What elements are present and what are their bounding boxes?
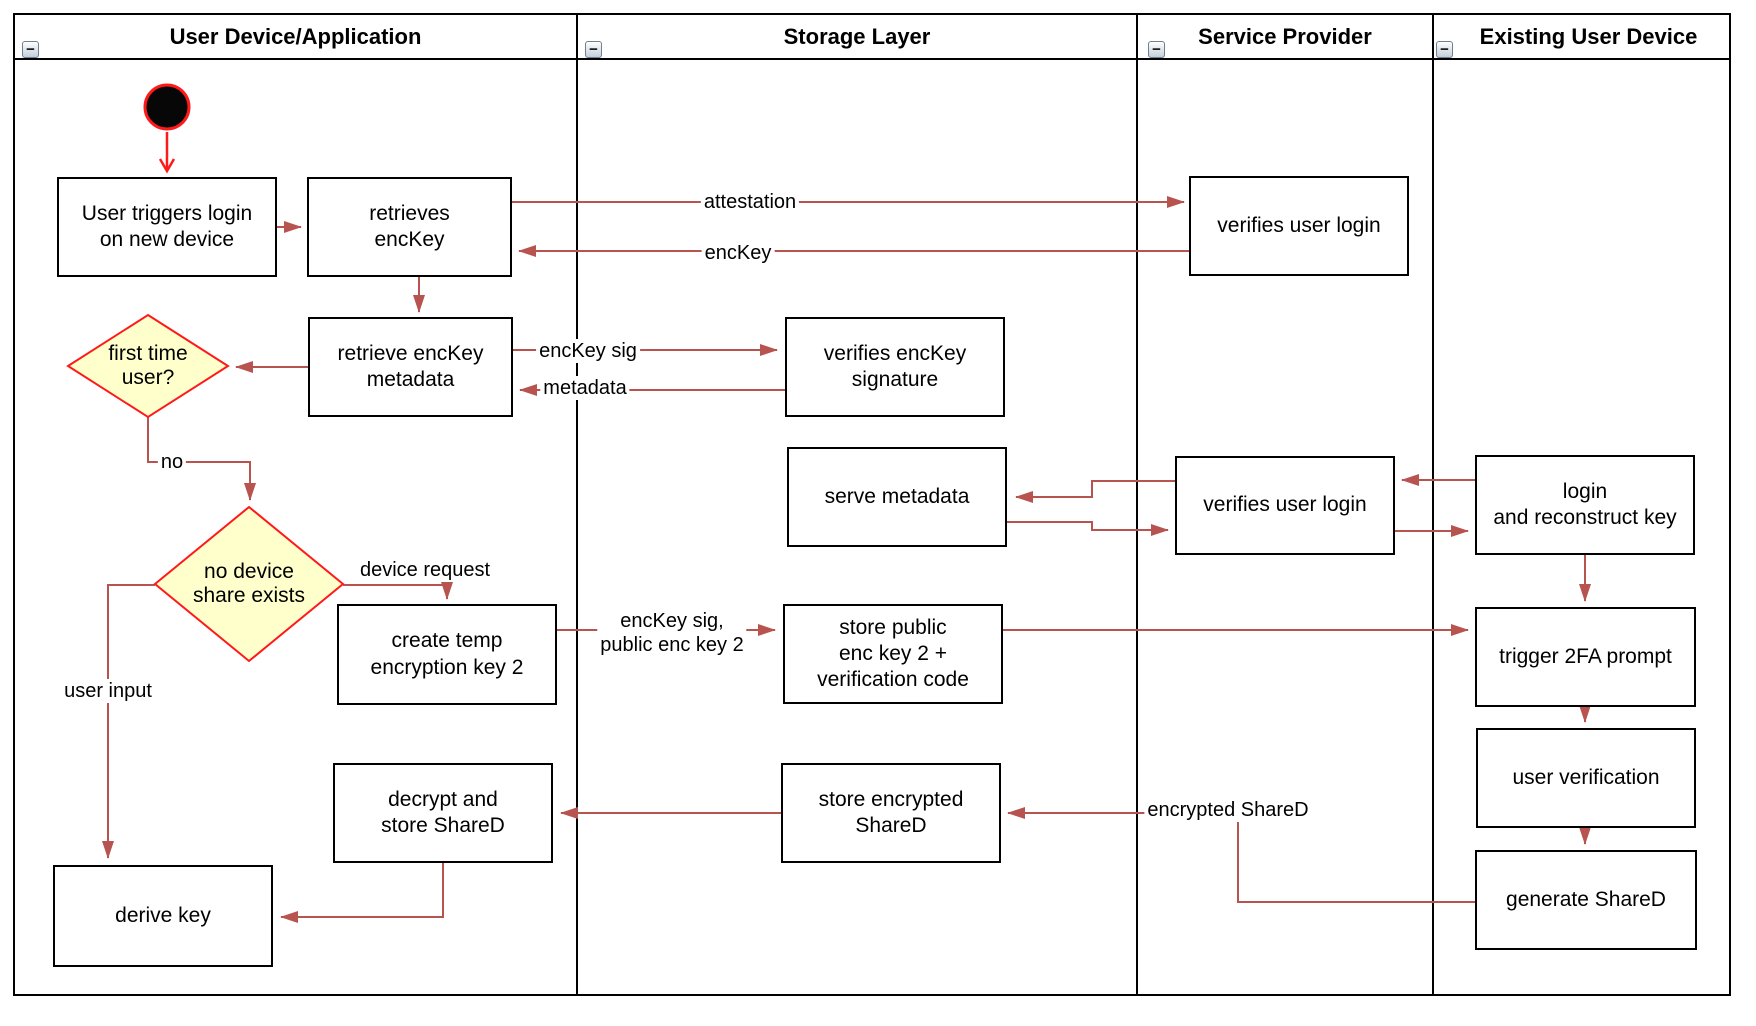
node-serve-metadata[interactable]: serve metadata [787, 447, 1007, 547]
lane-header-service-provider: − Service Provider [1137, 14, 1433, 59]
lane-title: Existing User Device [1479, 23, 1698, 49]
edge-servemetadata-to-vul [1007, 521, 1169, 536]
node-derive-key[interactable]: derive key [53, 865, 273, 967]
edge-label-metadata: metadata [540, 376, 630, 400]
decision-no-device-share[interactable] [153, 505, 345, 663]
edge-label-encrypted-shared: encrypted ShareD [1144, 798, 1312, 822]
lane-title: Storage Layer [783, 23, 931, 49]
node-retrieves-enckey[interactable]: retrieves encKey [307, 177, 512, 277]
edge-label-attestation: attestation [700, 190, 800, 214]
edge-label-device-request: device request [356, 558, 494, 582]
node-create-temp-key[interactable]: create temp encryption key 2 [337, 604, 557, 705]
decision-first-time-user[interactable] [66, 313, 230, 419]
edge-device-request [343, 582, 453, 600]
node-store-public-key[interactable]: store public enc key 2 + verification co… [783, 604, 1003, 704]
node-verifies-enckey-signature[interactable]: verifies encKey signature [785, 317, 1005, 417]
node-user-verification[interactable]: user verification [1476, 728, 1696, 828]
edge-label-user-input: user input [61, 679, 155, 703]
decision-label-no-device-share: no device share exists [192, 559, 306, 607]
edge-decrypt-to-derive [280, 863, 444, 923]
node-verifies-user-login-top[interactable]: verifies user login [1189, 176, 1409, 276]
collapse-icon[interactable]: − [1148, 41, 1165, 58]
edge-encrypted-shared [1007, 807, 1475, 903]
edge-label-enckey-sig-public: encKey sig, public enc key 2 [597, 609, 747, 657]
swimlane-frame [13, 13, 1731, 996]
edge-label-no: no [157, 450, 187, 474]
node-login-reconstruct-key[interactable]: login and reconstruct key [1475, 455, 1695, 555]
edge-no-branch [147, 417, 256, 501]
node-trigger-2fa[interactable]: trigger 2FA prompt [1475, 607, 1696, 707]
node-generate-shared[interactable]: generate ShareD [1475, 850, 1697, 950]
node-decrypt-store-shared[interactable]: decrypt and store ShareD [333, 763, 553, 863]
node-verifies-user-login-mid[interactable]: verifies user login [1175, 456, 1395, 555]
lane-title: User Device/Application [169, 23, 422, 49]
lane-title: Service Provider [1198, 23, 1372, 49]
lane-header-storage-layer: − Storage Layer [577, 14, 1137, 59]
edge-vul-to-servemetadata [1015, 480, 1175, 503]
diagram-border [13, 13, 1731, 996]
start-node[interactable] [143, 83, 191, 131]
collapse-icon[interactable]: − [585, 41, 602, 58]
collapse-icon[interactable]: − [22, 41, 39, 58]
lane-header-user-device: − User Device/Application [14, 14, 577, 59]
edge-label-enckey: encKey [701, 241, 775, 265]
edge-label-enckey-sig: encKey sig [536, 339, 640, 363]
node-store-encrypted-shared[interactable]: store encrypted ShareD [781, 763, 1001, 863]
edge-user-input [102, 584, 155, 859]
collapse-icon[interactable]: − [1436, 41, 1453, 58]
node-retrieve-enckey-metadata[interactable]: retrieve encKey metadata [308, 317, 513, 417]
lane-header-existing-user-device: − Existing User Device [1433, 14, 1730, 59]
node-user-triggers-login[interactable]: User triggers login on new device [57, 177, 277, 277]
decision-label-first-time-user: first time user? [108, 341, 188, 389]
